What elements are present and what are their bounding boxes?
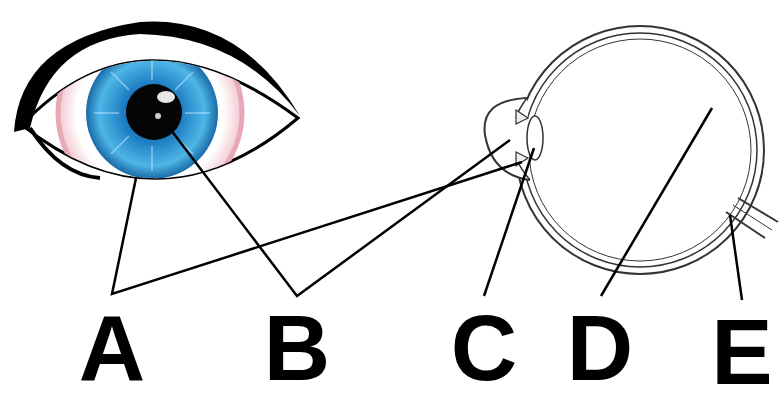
part-label: E xyxy=(711,306,772,398)
part-label: A xyxy=(79,302,145,394)
leader-lines xyxy=(112,108,742,300)
eyelid xyxy=(14,22,300,132)
iris-streaks xyxy=(94,55,210,171)
part-label: B xyxy=(264,302,330,394)
iris xyxy=(86,47,218,179)
part-label: C xyxy=(451,302,517,394)
front-eye xyxy=(14,21,300,205)
highlight xyxy=(157,91,175,103)
part-label: D xyxy=(567,302,633,394)
